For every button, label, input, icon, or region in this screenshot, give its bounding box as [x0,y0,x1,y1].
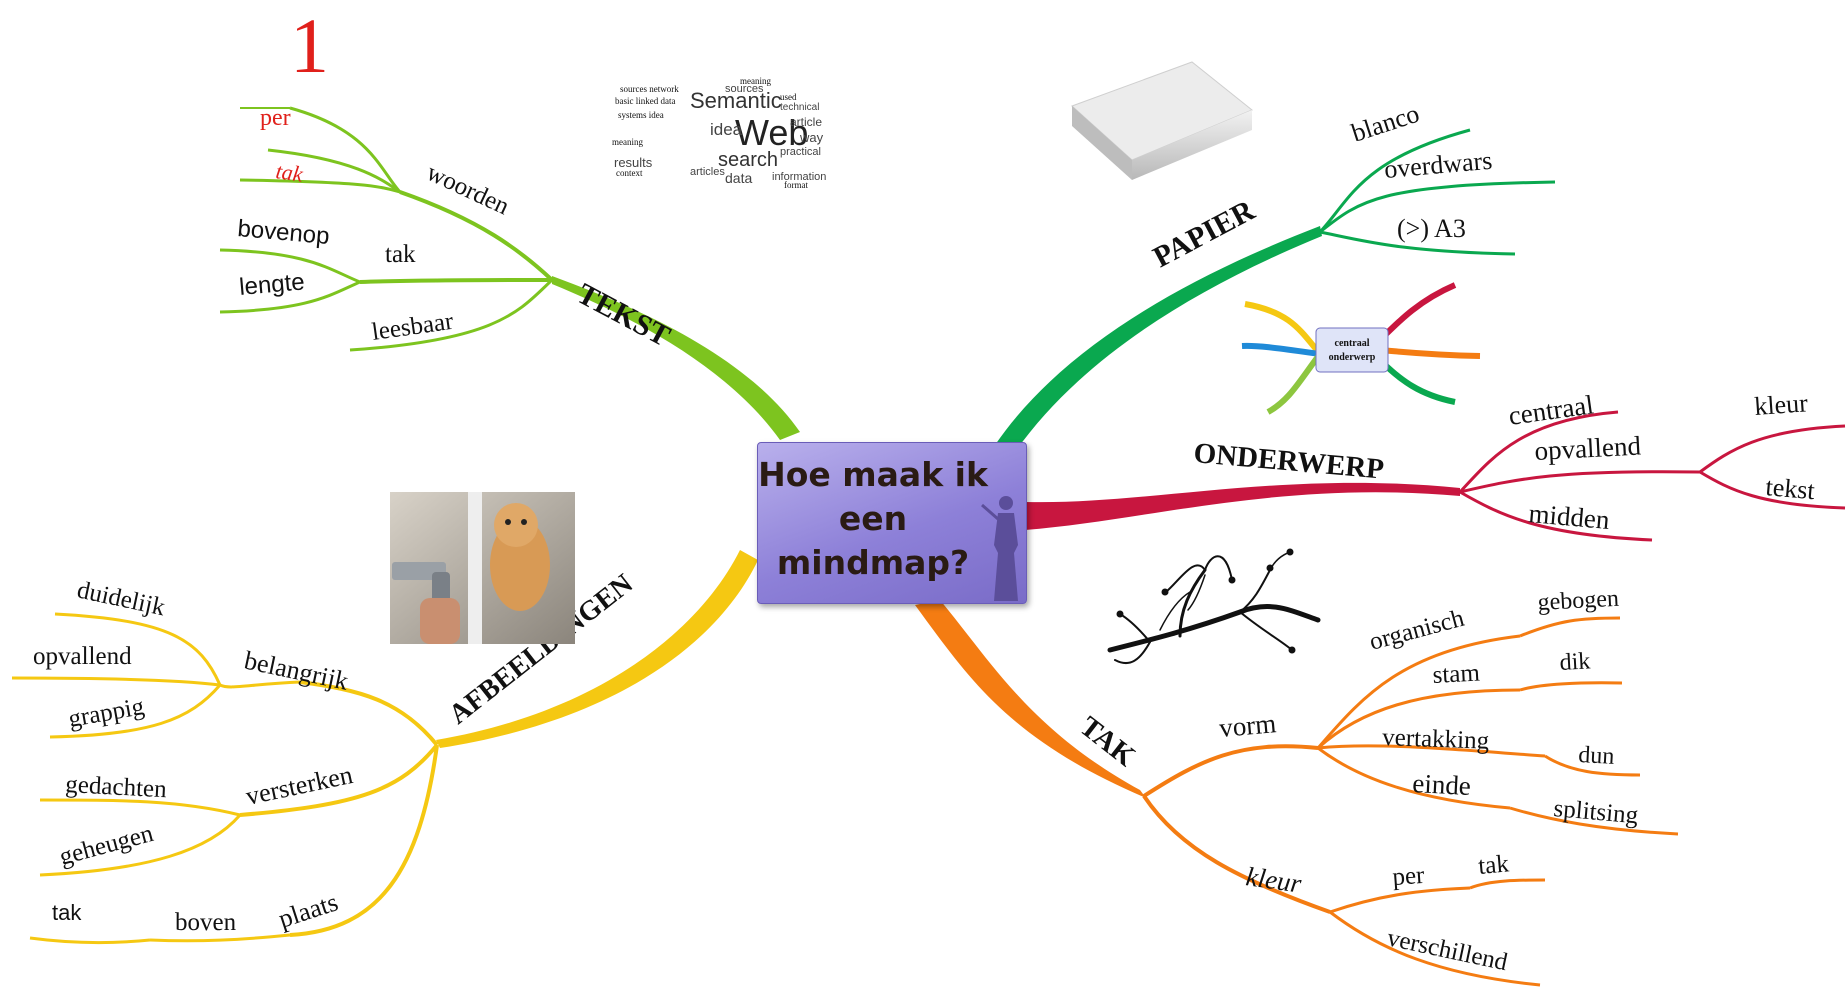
label-centraal: centraal [1507,389,1596,431]
label-tak-tak: tak [1477,850,1510,880]
mini-mindmap-image: centraal onderwerp [1241,282,1481,415]
label-afb-opvallend: opvallend [33,643,132,670]
mini-mindmap-center-line1: centraal [1335,338,1370,349]
branch-tekst: TEKST woorden per tak tak bovenop lengte… [219,2,800,440]
wordcloud-word-semantic: Semantic [690,88,782,113]
label-leesbaar: leesbaar [370,308,456,346]
label-tekst: TEKST [572,277,676,353]
wordcloud-word-information: information [772,171,826,183]
svg-text:basic linked data: basic linked data [615,96,675,106]
label-per: per [260,105,291,131]
label-tak-kleur: kleur [1244,861,1304,898]
label-grappig: grappig [66,693,146,733]
label-stam: stam [1432,660,1481,689]
label-onderwerp: ONDERWERP [1192,437,1385,486]
label-einde: einde [1412,768,1472,801]
label-a3: (>) A3 [1397,214,1466,243]
wordcloud-word-way: way [799,130,824,145]
label-vorm: vorm [1218,708,1277,743]
label-splitsing: splitsing [1552,795,1639,829]
tree-silhouette-image [1107,548,1321,665]
svg-text:meaning: meaning [612,137,643,147]
label-bovenop: bovenop [236,215,330,250]
mini-mindmap-center-line2: onderwerp [1329,352,1376,363]
label-belangrijk: belangrijk [242,646,351,696]
label-onderwerp-tekst: tekst [1764,472,1816,505]
label-overdwars: overdwars [1383,146,1493,184]
label-midden: midden [1527,498,1611,535]
label-gedachten: gedachten [65,771,168,803]
label-lengte: lengte [238,268,305,301]
wordcloud-word-web: Web [735,112,808,153]
svg-text:format: format [784,180,808,190]
label-organisch: organisch [1367,605,1468,656]
label-dun: dun [1578,742,1615,770]
central-topic-title: Hoe maak ik een mindmap? [758,455,988,582]
label-boven: boven [175,909,237,936]
label-duidelijk: duidelijk [75,576,168,621]
label-tak-per: per [1392,862,1426,891]
wordcloud-word-results: results [614,155,653,170]
wordcloud-word-article: article [790,115,822,129]
svg-text:context: context [616,168,643,178]
label-opvallend: opvallend [1534,430,1642,466]
marker-number-1: 1 [290,2,329,89]
svg-text:used: used [780,92,797,102]
branch-papier-main [995,226,1322,452]
wordcloud-word-technical: technical [780,102,819,113]
branch-onderwerp-main [1025,482,1460,530]
label-blanco: blanco [1348,99,1423,148]
label-dik: dik [1559,648,1591,676]
kitten-photo [390,492,575,644]
branch-tak: TAK vorm organisch gebogen stam dik vert… [915,586,1679,987]
svg-text:systems idea: systems idea [618,110,664,120]
branch-onderwerp: ONDERWERP centraal opvallend midden kleu… [1025,388,1846,542]
wordcloud-word-articles: articles [690,166,725,178]
label-vertakking: vertakking [1382,724,1490,755]
label-afb-tak: tak [52,900,82,925]
svg-text:sources network: sources network [620,84,679,94]
presenter-silhouette-icon [981,496,1018,601]
branch-tekst-main [552,276,800,440]
svg-text:meaning: meaning [740,76,771,86]
wordcloud-word-search: search [718,149,778,171]
label-tak-red: tak [274,158,305,187]
branch-tak-main [915,600,1146,798]
paper-stack-image [1071,61,1253,180]
label-gebogen: gebogen [1537,586,1620,616]
central-topic: Hoe maak ik een mindmap? [757,442,1027,604]
wordcloud-word-idea: idea [710,120,743,139]
label-woorden: woorden [422,159,513,221]
wordcloud-word-data: data [725,170,752,186]
branch-papier: PAPIER blanco overdwars (>) A3 [995,99,1556,452]
label-tak: tak [385,241,416,268]
wordcloud-image: sources network basic linked data system… [612,68,838,198]
label-kleur: kleur [1753,388,1809,421]
wordcloud-word-sources: sources [725,83,764,95]
branch-afbeeldingen: AFBEELDINGEN belangrijk duidelijk opvall… [11,550,758,945]
wordcloud-word-practical: practical [780,146,821,158]
